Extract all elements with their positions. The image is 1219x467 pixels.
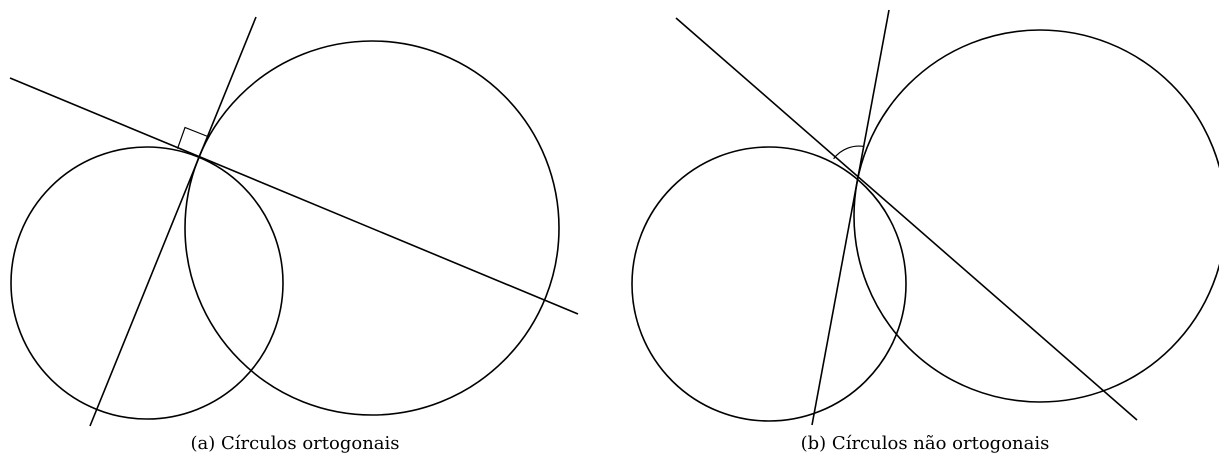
subfigure-b [631,9,1219,426]
caption-b: (b) Círculos não ortogonais [800,433,1050,454]
tangent-line-small-a [89,16,257,427]
figure-canvas [9,9,1219,427]
small-circle-b [631,146,907,422]
tangent-line-small-b [811,9,890,426]
tangent-line-large-b [675,17,1138,421]
large-circle-b [853,29,1219,403]
angle-arc-marker-b [833,145,865,160]
small-circle-a [10,146,284,420]
tangent-line-large-a [9,77,579,315]
right-angle-marker-a [176,126,209,149]
large-circle-a [184,40,560,416]
caption-a: (a) Círculos ortogonais [190,433,400,454]
subfigure-a [9,16,579,427]
